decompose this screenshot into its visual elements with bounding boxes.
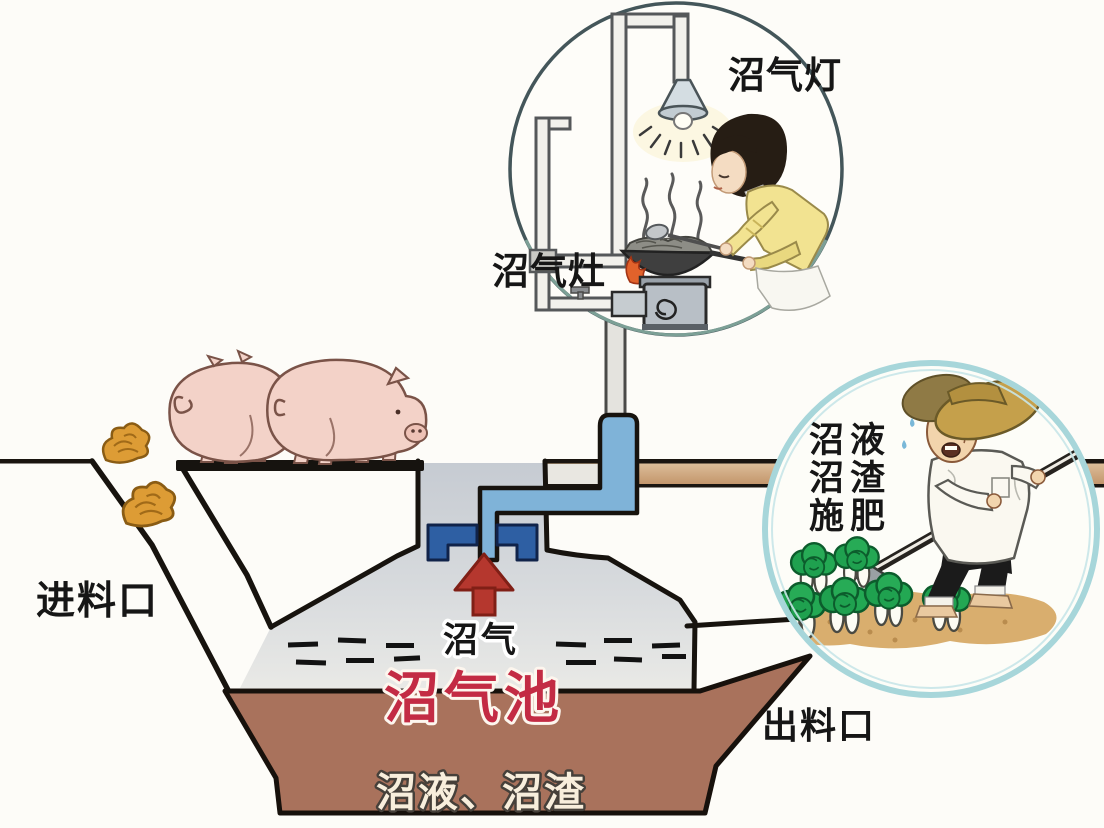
biogas-up-arrow bbox=[453, 552, 515, 617]
label-biogas: 沼气 bbox=[443, 621, 519, 660]
liquid-level-dashes bbox=[287, 637, 686, 666]
label-fertilize: 施肥 bbox=[809, 497, 891, 536]
ladle bbox=[667, 233, 721, 250]
kitchen-downpipe bbox=[604, 316, 627, 424]
arm-handle bbox=[746, 240, 802, 272]
label-residue: 沼渣 bbox=[809, 459, 891, 498]
inlet-channel bbox=[89, 458, 274, 693]
label-inlet: 进料口 bbox=[36, 580, 159, 623]
straw-hat bbox=[901, 373, 1042, 441]
label-biogas-lamp: 沼气灯 bbox=[728, 55, 842, 96]
outlet-channel-wall bbox=[684, 616, 800, 629]
biogas-lamp bbox=[633, 78, 733, 162]
label-slurry: 沼液 bbox=[809, 421, 891, 460]
farmer-left-leg bbox=[927, 560, 970, 606]
farmer-circle-ring bbox=[762, 360, 1100, 698]
kitchen-gas-pipes bbox=[534, 12, 690, 312]
label-outlet: 出料口 bbox=[762, 705, 876, 746]
kitchen-scene-circle: 沼气灯 沼气灶 bbox=[492, 1, 844, 337]
farmer-scene-circle: 沼液 沼渣 施肥 bbox=[762, 360, 1100, 698]
label-digester-pool: 沼气池 bbox=[384, 667, 564, 729]
label-biogas-stove: 沼气灶 bbox=[492, 251, 606, 292]
face bbox=[711, 150, 747, 194]
pig-right bbox=[266, 358, 428, 465]
gas-collector bbox=[426, 523, 539, 562]
stove-valve bbox=[570, 286, 590, 300]
slurry-earth-body bbox=[222, 653, 813, 816]
pipe-fitting bbox=[528, 248, 558, 274]
biogas-stove bbox=[610, 275, 712, 330]
arm-ladle bbox=[722, 200, 780, 257]
ground-line-left bbox=[0, 459, 92, 464]
farmer bbox=[901, 373, 1046, 618]
sweat-drops bbox=[902, 418, 915, 449]
label-slurry-residue: 沼液、沼渣 bbox=[376, 771, 586, 815]
cook-woman bbox=[645, 113, 831, 311]
